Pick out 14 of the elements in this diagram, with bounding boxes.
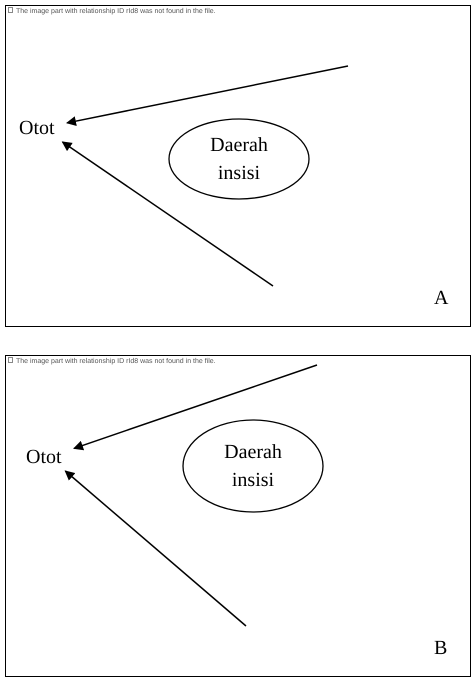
region-label: Daerah insisi <box>223 440 283 493</box>
arrow <box>73 364 318 450</box>
figure-panel <box>5 5 471 327</box>
muscle-label: Otot <box>19 116 55 140</box>
panel-letter: A <box>434 286 448 310</box>
arrow <box>64 470 246 627</box>
arrow <box>62 141 274 287</box>
ellipse <box>182 419 324 513</box>
figure-panel <box>5 355 471 677</box>
ellipse <box>168 118 310 200</box>
muscle-label: Otot <box>26 445 62 469</box>
arrow <box>66 65 348 126</box>
region-label: Daerah insisi <box>209 133 269 186</box>
panel-letter: B <box>434 636 448 660</box>
